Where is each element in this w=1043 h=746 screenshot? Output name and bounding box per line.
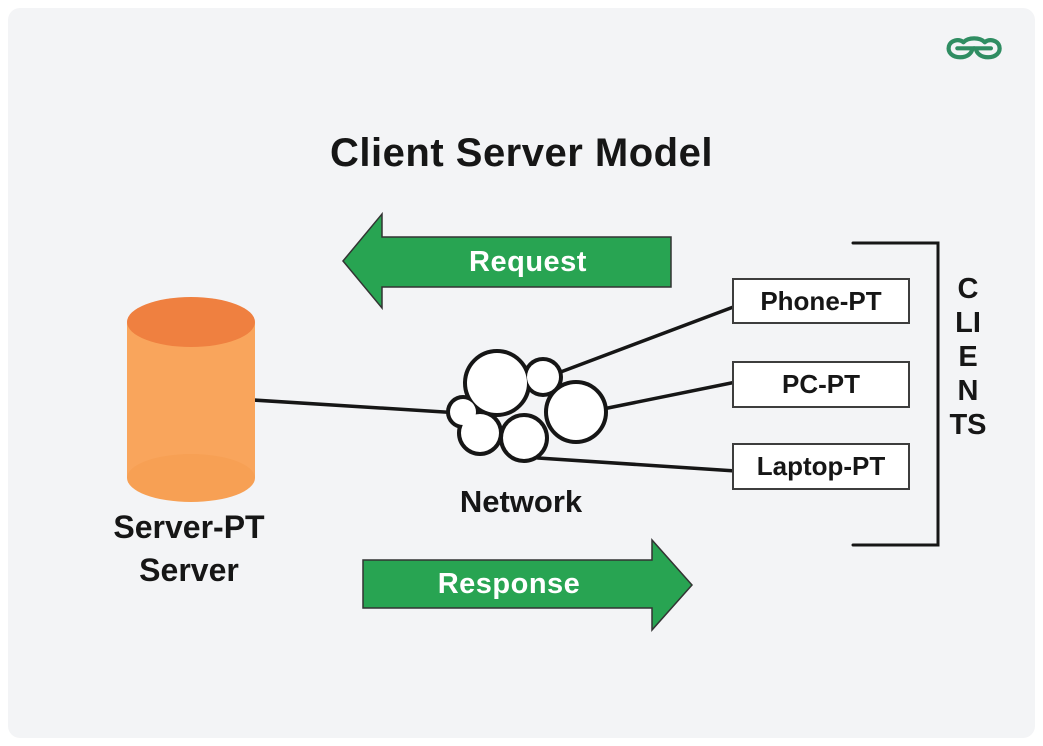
client-node-laptop: Laptop-PT — [732, 443, 910, 490]
client-node-phone: Phone-PT — [732, 278, 910, 324]
link-server-network — [251, 398, 462, 415]
client-node-pc: PC-PT — [732, 361, 910, 408]
request-arrow — [342, 211, 672, 311]
clients-group-label: CLIENTS — [949, 273, 987, 441]
link-network-pc — [596, 380, 738, 412]
clients-bracket — [851, 241, 940, 547]
page-title: Client Server Model — [330, 131, 713, 175]
network-cloud — [446, 349, 608, 463]
geeksforgeeks-logo-icon — [946, 36, 1002, 60]
server-name: Server-PT — [113, 509, 265, 545]
response-arrow-label: Response — [437, 567, 581, 600]
response-arrow — [362, 538, 694, 632]
network-links — [251, 304, 738, 473]
server-label: Server-PT Server — [83, 506, 295, 592]
request-arrow-label: Request — [469, 245, 587, 278]
network-label: Network — [459, 484, 583, 519]
link-network-laptop — [536, 456, 738, 473]
server-cylinder — [127, 297, 255, 502]
server-type: Server — [139, 552, 239, 588]
link-network-phone — [556, 304, 738, 375]
